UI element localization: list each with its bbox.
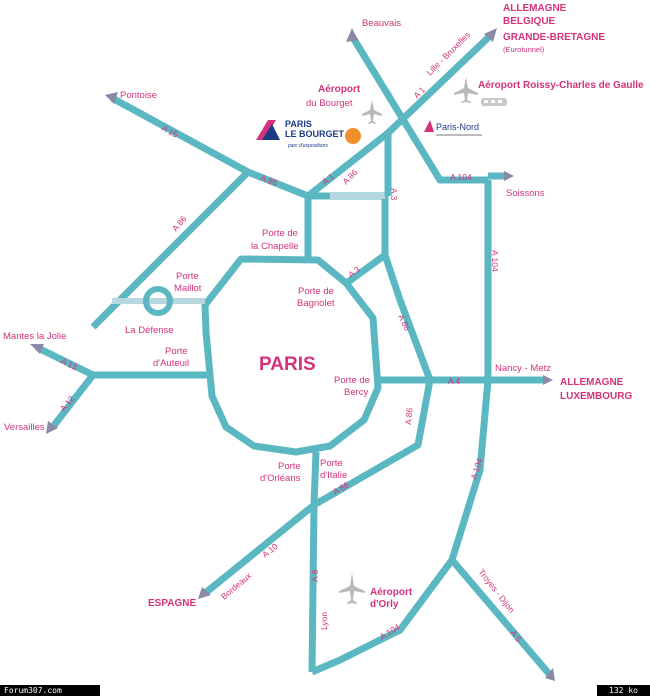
label-porte-maillot-1: Porte: [176, 271, 199, 282]
arrow-mantes: [30, 344, 44, 354]
label-porte-auteuil-1: Porte: [165, 346, 188, 357]
logo-mark-icon: [256, 120, 276, 140]
a15: [110, 94, 310, 200]
arrow-belgique: [484, 28, 497, 42]
road-network: [36, 31, 553, 678]
arrow-troyes: [545, 668, 555, 681]
arrow-versailles: [46, 421, 58, 434]
label-eurotunnel: (Eurotunnel): [503, 45, 545, 54]
label-porte-orleans-2: d'Orléans: [260, 473, 301, 484]
label-soissons: Soissons: [506, 188, 545, 199]
a12: [49, 372, 96, 431]
a86-se: [312, 379, 434, 509]
label-bourget-airport-1: Aéroport: [318, 84, 361, 95]
label-espagne: ESPAGNE: [148, 598, 196, 609]
logo-line1: PARIS: [285, 119, 312, 129]
logo-line2: LE BOURGET: [285, 129, 345, 139]
a10: [201, 502, 317, 597]
airplane-icon-bourget: [362, 100, 382, 124]
paris-nord-mark-icon: [424, 120, 434, 132]
a5: [449, 557, 553, 678]
city-label: PARIS: [259, 354, 316, 375]
arrow-beauvais: [346, 28, 358, 42]
la-defense-roundabout: [143, 286, 173, 316]
label-luxembourg: LUXEMBOURG: [560, 391, 632, 402]
paris-le-bourget-logo: PARIS LE BOURGET parc d'expositions: [256, 119, 361, 149]
label-bourget-airport-2: du Bourget: [306, 98, 353, 109]
a13: [36, 344, 95, 379]
arrowheads: [30, 28, 555, 681]
airplane-icon-orly: [339, 573, 365, 604]
a3-a86-east: [381, 253, 434, 382]
beauvais-road: [349, 34, 488, 184]
label-versailles: Versailles: [4, 422, 45, 433]
label-allemagne-north: ALLEMAGNE: [503, 3, 567, 14]
label-porte-bercy-2: Bercy: [344, 387, 369, 398]
label-beauvais: Beauvais: [362, 18, 401, 29]
train-icon-cdg: [481, 98, 507, 106]
logo-orange-dot: [345, 128, 361, 144]
label-porte-chapelle-2: la Chapelle: [251, 241, 299, 252]
label-belgique: BELGIQUE: [503, 16, 556, 27]
road-a86-se: A 86: [403, 407, 414, 425]
label-orly-1: Aéroport: [370, 587, 413, 598]
label-lille-bruxelles: Lille - Bruxelles: [424, 30, 472, 78]
label-porte-italie-2: d'Italie: [320, 470, 347, 481]
label-cdg: Aéroport Roissy-Charles de Gaulle: [478, 80, 644, 91]
a104-east: [310, 180, 492, 676]
label-grande-bretagne: GRANDE-BRETAGNE: [503, 32, 605, 43]
road-a104-e: A 104: [490, 250, 500, 272]
arrow-soissons: [504, 171, 514, 181]
label-porte-auteuil-2: d'Auteuil: [153, 358, 189, 369]
label-porte-bagnolet-1: Porte de: [298, 286, 334, 297]
label-porte-bercy-1: Porte de: [334, 375, 370, 386]
label-orly-2: d'Orly: [370, 599, 399, 610]
label-la-defense: La Défense: [125, 325, 174, 336]
road-a3-n: A 3: [389, 188, 399, 201]
label-pontoise: Pontoise: [120, 90, 157, 101]
footer-right: 132 ko: [597, 685, 650, 696]
logo-tagline: parc d'expositions: [287, 143, 328, 149]
label-nancy-metz: Nancy - Metz: [495, 363, 551, 374]
a6: [308, 451, 320, 673]
paris-nord-logo: Paris-Nord: [424, 120, 482, 136]
road-a86-nw: A 86: [259, 172, 279, 187]
label-porte-orleans-1: Porte: [278, 461, 301, 472]
arrow-allemagne: [543, 375, 553, 385]
footer-left: Forum307.com: [0, 685, 100, 696]
road-a6: A 6: [310, 569, 320, 582]
label-porte-chapelle-1: Porte de: [262, 228, 298, 239]
paris-nord-label: Paris-Nord: [436, 122, 479, 132]
label-porte-italie-1: Porte: [320, 458, 343, 469]
arrow-espagne: [198, 587, 211, 599]
label-lyon: Lyon: [319, 612, 329, 630]
arrow-pontoise: [105, 92, 118, 104]
peripherique-ring: [201, 255, 382, 456]
road-a4: A 4: [448, 376, 461, 386]
road-a104-n: A 104: [450, 172, 472, 182]
airplane-icon-cdg: [454, 77, 478, 103]
label-porte-bagnolet-2: Bagnolet: [297, 298, 335, 309]
label-mantes: Mantes la Jolie: [3, 331, 66, 342]
label-porte-maillot-2: Maillot: [174, 283, 202, 294]
label-allemagne-east: ALLEMAGNE: [560, 377, 624, 388]
